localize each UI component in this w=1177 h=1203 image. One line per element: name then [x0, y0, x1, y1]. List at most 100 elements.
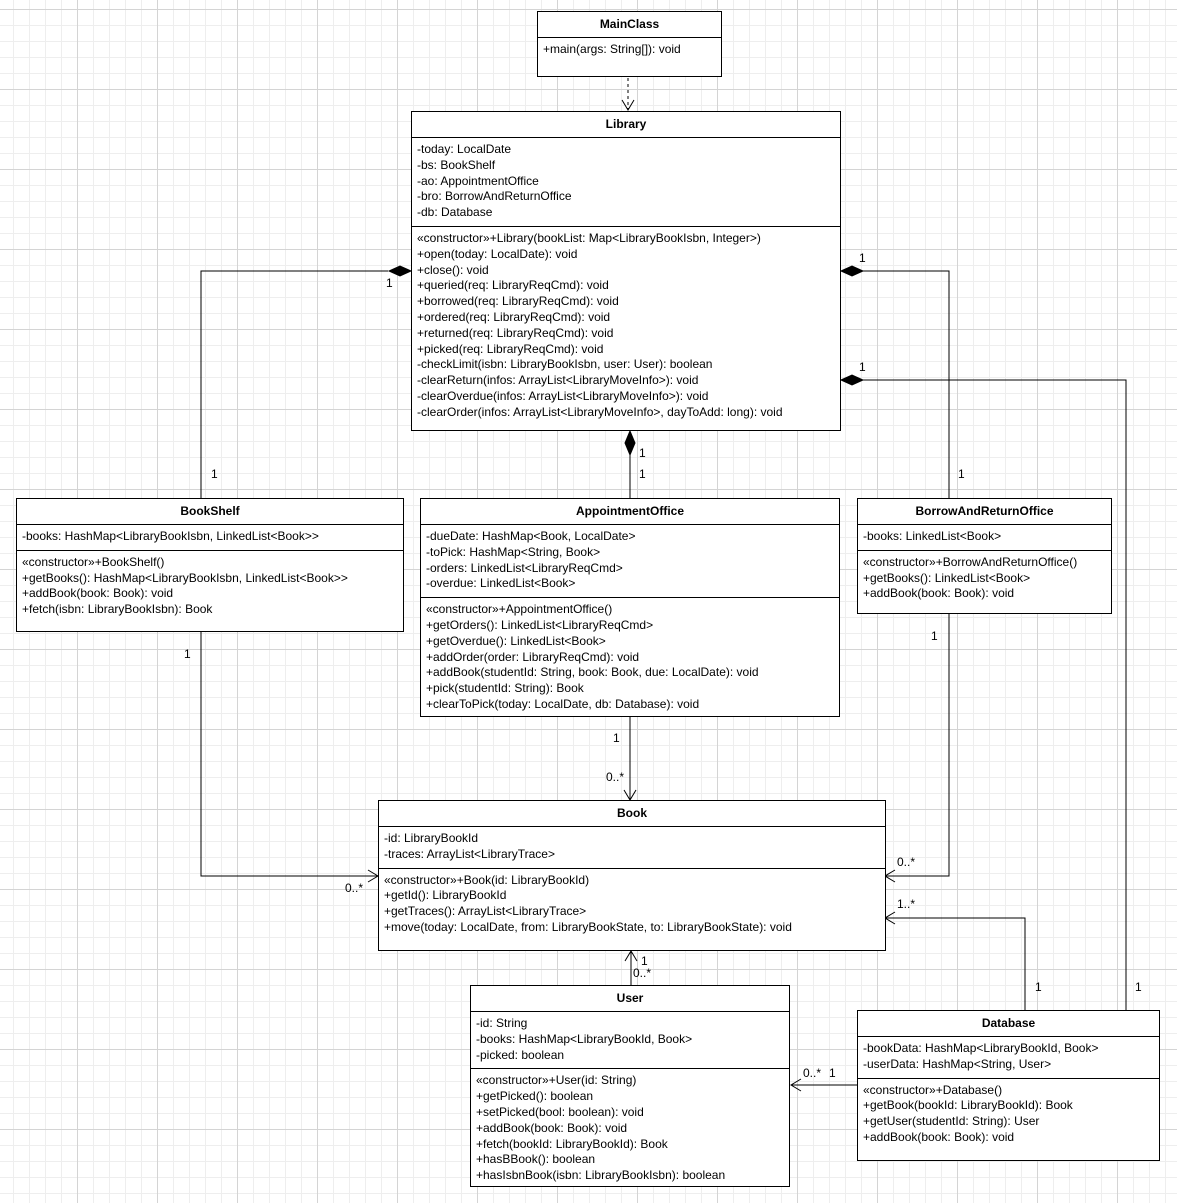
- attributes-section: -id: String -books: HashMap<LibraryBookI…: [471, 1012, 789, 1068]
- class-title: BorrowAndReturnOffice: [858, 499, 1111, 525]
- diamond-library-borrowoffice: [839, 265, 865, 277]
- operation: «constructor»+Database(): [863, 1082, 1003, 1097]
- multiplicity-label: 1: [1135, 980, 1142, 994]
- multiplicity-label: 1: [958, 467, 965, 481]
- operation: +clearToPick(today: LocalDate, db: Datab…: [426, 696, 700, 711]
- operation: +getBook(bookId: LibraryBookId): Book: [863, 1098, 1073, 1113]
- multiplicity-label: 1: [639, 467, 646, 481]
- operation: +addBook(book: Book): void: [22, 586, 174, 601]
- class-box-bookshelf[interactable]: BookShelf -books: HashMap<LibraryBookIsb…: [16, 498, 404, 632]
- operations-section: «constructor»+Library(bookList: Map<Libr…: [412, 225, 840, 426]
- operation: +getOverdue(): LinkedList<Book>: [426, 633, 606, 648]
- operation: +picked(req: LibraryReqCmd): void: [417, 341, 604, 356]
- operation: +addBook(book: Book): void: [476, 1120, 628, 1135]
- attribute: -userData: HashMap<String, User>: [863, 1056, 1052, 1071]
- multiplicity-label: 1: [859, 360, 866, 374]
- operation: +getTraces(): ArrayList<LibraryTrace>: [384, 904, 587, 919]
- class-title: AppointmentOffice: [421, 499, 839, 525]
- attributes-section: -today: LocalDate -bs: BookShelf -ao: Ap…: [412, 138, 840, 226]
- attribute: -books: HashMap<LibraryBookIsbn, LinkedL…: [22, 529, 319, 543]
- diamond-library-appointment: [624, 429, 636, 457]
- operation: +borrowed(req: LibraryReqCmd): void: [417, 294, 619, 309]
- association-database-book: [885, 917, 1026, 1010]
- class-box-appointmentoffice[interactable]: AppointmentOffice -dueDate: HashMap<Book…: [420, 498, 840, 717]
- operation: +queried(req: LibraryReqCmd): void: [417, 278, 609, 293]
- operations-section: «constructor»+AppointmentOffice() +getOr…: [421, 597, 839, 718]
- dependency-arrowhead: [621, 99, 635, 111]
- attributes-section: -bookData: HashMap<LibraryBookId, Book> …: [858, 1037, 1159, 1078]
- multiplicity-label: 1: [859, 251, 866, 265]
- operation: +addBook(studentId: String, book: Book, …: [426, 665, 759, 680]
- association-borrowoffice-book: [885, 614, 950, 877]
- class-title: Library: [412, 112, 840, 138]
- operation: +fetch(bookId: LibraryBookId): Book: [476, 1136, 668, 1151]
- multiplicity-label: 0..*: [633, 966, 652, 980]
- attributes-section: -books: LinkedList<Book>: [858, 525, 1111, 550]
- operation: +setPicked(bool: boolean): void: [476, 1104, 644, 1119]
- attribute: -books: LinkedList<Book>: [863, 529, 1002, 543]
- class-title: BookShelf: [17, 499, 403, 525]
- operation: +main(args: String[]): void: [543, 42, 681, 56]
- attribute: -picked: boolean: [476, 1047, 565, 1062]
- class-title: Database: [858, 1011, 1159, 1037]
- class-box-book[interactable]: Book -id: LibraryBookId -traces: ArrayLi…: [378, 800, 886, 951]
- class-title: MainClass: [538, 12, 721, 38]
- attribute: -bs: BookShelf: [417, 157, 496, 172]
- attribute: -toPick: HashMap<String, Book>: [426, 544, 601, 559]
- attribute: -traces: ArrayList<LibraryTrace>: [384, 846, 555, 861]
- operations-section: +main(args: String[]): void: [538, 38, 721, 63]
- multiplicity-label: 1: [386, 276, 393, 290]
- attribute: -books: HashMap<LibraryBookId, Book>: [476, 1031, 693, 1046]
- class-title: User: [471, 986, 789, 1012]
- operation: +returned(req: LibraryReqCmd): void: [417, 325, 614, 340]
- diamond-library-bookshelf: [387, 265, 413, 277]
- operation: +close(): void: [417, 262, 489, 277]
- operation: «constructor»+BookShelf(): [22, 554, 165, 569]
- operations-section: «constructor»+User(id: String) +getPicke…: [471, 1068, 789, 1189]
- operation: +getOrders(): LinkedList<LibraryReqCmd>: [426, 617, 654, 632]
- attribute: -bro: BorrowAndReturnOffice: [417, 189, 572, 204]
- operation: «constructor»+AppointmentOffice(): [426, 602, 613, 617]
- operation: -clearOrder(infos: ArrayList<LibraryMove…: [417, 404, 783, 419]
- multiplicity-label: 0..*: [606, 770, 625, 784]
- attribute: -overdue: LinkedList<Book>: [426, 576, 576, 591]
- arrowhead-user-book: [624, 950, 638, 962]
- operations-section: «constructor»+BookShelf() +getBooks(): H…: [17, 549, 403, 623]
- multiplicity-label: 0..*: [803, 1066, 822, 1080]
- attribute: -bookData: HashMap<LibraryBookId, Book>: [863, 1041, 1099, 1055]
- multiplicity-label: 1: [1035, 980, 1042, 994]
- attributes-section: -id: LibraryBookId -traces: ArrayList<Li…: [379, 827, 885, 868]
- operation: -checkLimit(isbn: LibraryBookIsbn, user:…: [417, 357, 713, 372]
- attribute: -today: LocalDate: [417, 142, 512, 156]
- operation: «constructor»+Library(bookList: Map<Libr…: [417, 230, 761, 245]
- multiplicity-label: 1: [639, 446, 646, 460]
- operation: +fetch(isbn: LibraryBookIsbn): Book: [22, 602, 213, 617]
- operation: «constructor»+BorrowAndReturnOffice(): [863, 554, 1078, 569]
- class-box-borrowandreturnoffice[interactable]: BorrowAndReturnOffice -books: LinkedList…: [857, 498, 1112, 614]
- class-box-database[interactable]: Database -bookData: HashMap<LibraryBookI…: [857, 1010, 1160, 1161]
- multiplicity-label: 0..*: [897, 855, 916, 869]
- multiplicity-label: 1: [613, 731, 620, 745]
- attribute: -orders: LinkedList<LibraryReqCmd>: [426, 560, 623, 575]
- operation: +ordered(req: LibraryReqCmd): void: [417, 309, 611, 324]
- attributes-section: -books: HashMap<LibraryBookIsbn, LinkedL…: [17, 525, 403, 550]
- operation: +hasBBook(): boolean: [476, 1152, 596, 1167]
- multiplicity-label: 1: [931, 629, 938, 643]
- attribute: -id: String: [476, 1016, 528, 1030]
- class-title: Book: [379, 801, 885, 827]
- operation: +addBook(book: Book): void: [863, 586, 1015, 601]
- operation: -clearOverdue(infos: ArrayList<LibraryMo…: [417, 388, 709, 403]
- class-box-mainclass[interactable]: MainClass +main(args: String[]): void: [537, 11, 722, 77]
- operations-section: «constructor»+BorrowAndReturnOffice() +g…: [858, 549, 1111, 607]
- operation: «constructor»+Book(id: LibraryBookId): [384, 872, 590, 887]
- operation: +addBook(book: Book): void: [863, 1129, 1015, 1144]
- multiplicity-label: 1: [211, 467, 218, 481]
- operations-section: «constructor»+Book(id: LibraryBookId) +g…: [379, 867, 885, 941]
- class-box-library[interactable]: Library -today: LocalDate -bs: BookShelf…: [411, 111, 841, 431]
- multiplicity-label: 0..*: [345, 881, 364, 895]
- multiplicity-label: 1..*: [897, 897, 916, 911]
- class-box-user[interactable]: User -id: String -books: HashMap<Library…: [470, 985, 790, 1187]
- operation: +pick(studentId: String): Book: [426, 681, 584, 696]
- operation: +getBooks(): LinkedList<Book>: [863, 570, 1031, 585]
